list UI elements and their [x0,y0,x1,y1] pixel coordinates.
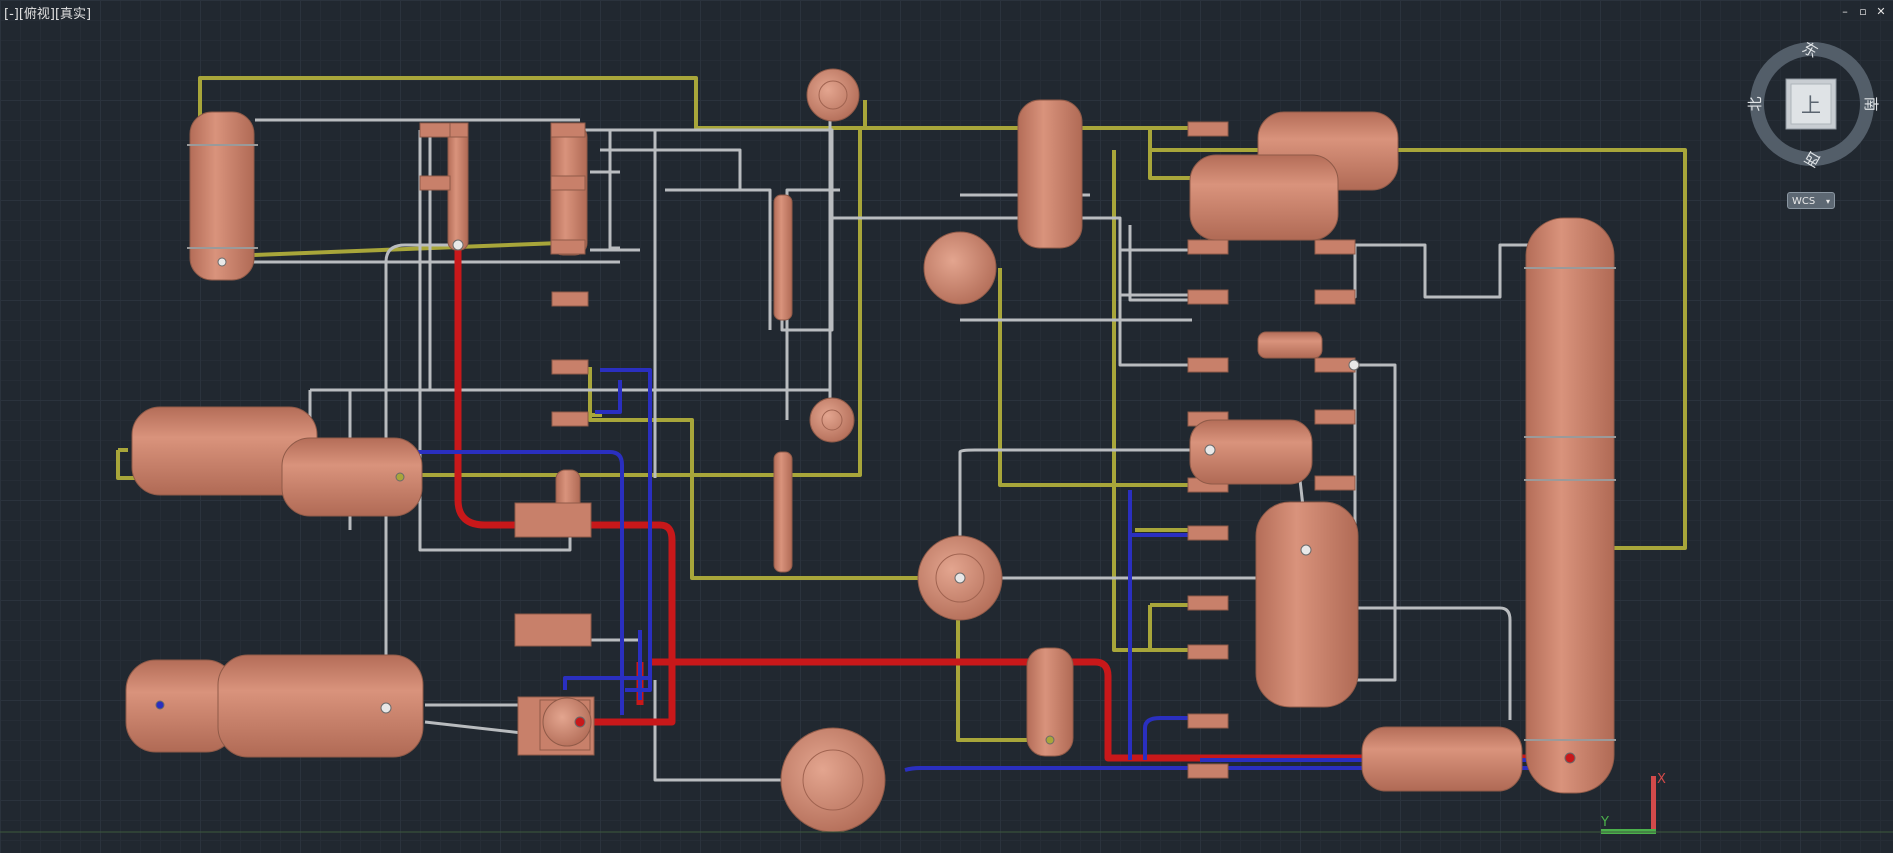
column-c3[interactable] [773,194,793,321]
horizontal-drum-top-right-b[interactable] [1189,154,1339,241]
sphere-mid-center[interactable] [923,231,997,305]
sphere-small-right[interactable] [809,397,855,443]
wcs-label: WCS [1792,196,1816,207]
tall-column-right[interactable] [1524,217,1616,794]
sphere-top-center[interactable] [806,68,860,122]
ucs-icon: X Y [1600,772,1666,834]
vertical-drum-bottom-center[interactable] [1026,647,1074,757]
horizontal-drum-left-lower[interactable] [125,654,424,758]
exchanger-box-lower[interactable] [514,613,592,647]
sphere-bottom-center[interactable] [780,727,886,833]
wcs-menu-button[interactable]: WCS ▾ [1787,192,1835,209]
ucs-x-label: X [1657,772,1666,787]
red-pipe-network[interactable] [454,245,1575,762]
column-c4[interactable] [773,451,793,573]
horizontal-drum-left-upper[interactable] [131,406,423,517]
ucs-y-label: Y [1600,815,1609,830]
vertical-drum-right[interactable] [1255,501,1359,708]
close-icon[interactable]: ✕ [1876,5,1886,18]
horizontal-drum-mid-right[interactable] [1189,419,1313,485]
exchanger-box-upper[interactable] [514,502,592,538]
viewcube-top-face[interactable]: 上 [1801,93,1821,117]
minimize-icon[interactable]: – [1842,5,1848,18]
viewcube-north-label[interactable]: 北 [1746,96,1764,111]
pipe-nodes [155,239,1576,764]
chevron-down-icon: ▾ [1825,197,1830,206]
restore-icon[interactable]: ▫ [1859,5,1867,18]
viewport-controls-label[interactable]: [-][俯视][真实] [4,7,92,22]
viewcube-south-label[interactable]: 南 [1862,96,1880,111]
viewcube-east-label[interactable]: 东 [1799,38,1821,61]
horizontal-drum-bottom-right[interactable] [1361,726,1523,792]
small-drum-right[interactable] [1257,331,1323,359]
nozzle-blocks[interactable] [419,121,1356,779]
yellow-pipe-network[interactable] [116,76,1687,742]
viewport-window-controls: – ▫ ✕ [1839,6,1887,18]
viewcube[interactable]: 上 东 南 北 西 [1746,38,1880,170]
vertical-drum-top-left[interactable] [187,111,258,281]
viewcube-west-label[interactable]: 西 [1801,148,1823,171]
vertical-drum-center[interactable] [1017,99,1083,249]
